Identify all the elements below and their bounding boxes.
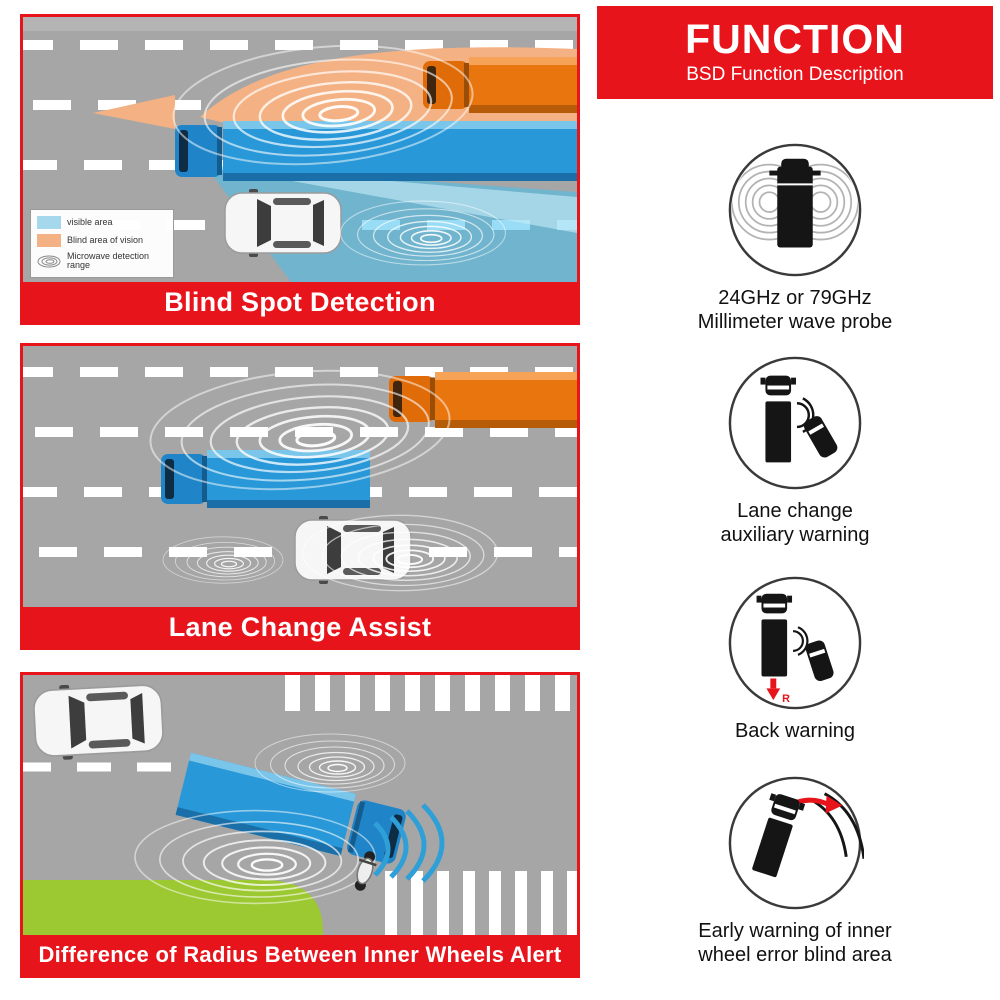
truck-rear-view xyxy=(769,158,821,248)
visible-area-swatch xyxy=(37,216,61,229)
side-crosswalk xyxy=(385,871,577,935)
function-item-lane-change: Lane change auxiliary warning xyxy=(597,354,993,547)
millimeter-wave-probe-icon xyxy=(728,143,862,277)
panel-title-banner: Lane Change Assist xyxy=(23,607,577,647)
function-item-probe: 24GHz or 79GHz Millimeter wave probe xyxy=(597,141,993,334)
white-car xyxy=(224,188,342,258)
inner-wheel-warning-icon xyxy=(728,776,864,910)
panel-title: Difference of Radius Between Inner Wheel… xyxy=(38,942,562,967)
approaching-car xyxy=(803,416,838,458)
function-caption-probe: 24GHz or 79GHz Millimeter wave probe xyxy=(697,287,893,333)
legend-label-visible: visible area xyxy=(67,216,113,227)
orange-truck xyxy=(423,57,577,113)
orange-truck xyxy=(389,372,577,428)
function-caption-inner-wheel: Early warning of inner wheel error blind… xyxy=(698,920,892,966)
blind-spot-illustration xyxy=(23,17,577,282)
legend-label-blind: Blind area of vision xyxy=(67,234,144,245)
truck-turning xyxy=(752,793,806,878)
white-car xyxy=(31,679,165,763)
function-subtitle: BSD Function Description xyxy=(686,63,904,85)
function-title: FUNCTION xyxy=(685,16,905,63)
reverse-letter: R xyxy=(782,693,790,705)
inner-wheel-scene xyxy=(23,675,577,935)
legend-box: visible area Blind area of vision Microw… xyxy=(30,209,174,278)
following-car xyxy=(805,640,834,682)
detection-arcs xyxy=(792,626,809,656)
panel-blind-spot-detection: visible area Blind area of vision Microw… xyxy=(20,14,580,325)
function-item-inner-wheel: Early warning of inner wheel error blind… xyxy=(597,774,993,967)
blind-area-swatch xyxy=(37,234,61,247)
truck-top-view xyxy=(756,593,793,677)
legend-row-microwave: Microwave detection range xyxy=(37,251,167,271)
panel-title-banner: Blind Spot Detection xyxy=(23,282,577,322)
back-warning-icon: R xyxy=(728,576,862,710)
reverse-arrow: R xyxy=(766,678,790,705)
white-car xyxy=(294,515,412,585)
panel-inner-wheel-alert: Difference of Radius Between Inner Wheel… xyxy=(20,672,580,978)
lane-change-scene xyxy=(23,346,577,607)
grass-area xyxy=(23,880,323,935)
function-item-back-warning: R Back warning xyxy=(597,574,993,744)
wheel-sweep-marks xyxy=(373,803,445,883)
legend-label-microwave: Microwave detection range xyxy=(67,251,150,271)
legend-row-blind: Blind area of vision xyxy=(37,234,167,247)
microwave-range-icon xyxy=(37,255,61,268)
panel-lane-change-assist: Lane Change Assist xyxy=(20,343,580,650)
function-caption-lane-change: Lane change auxiliary warning xyxy=(720,500,870,546)
lane-change-illustration xyxy=(23,346,577,607)
panel-title: Blind Spot Detection xyxy=(164,286,436,317)
panel-title-banner: Difference of Radius Between Inner Wheel… xyxy=(23,935,577,975)
lane-change-warning-icon xyxy=(728,356,862,490)
blue-truck xyxy=(175,121,577,181)
function-caption-back-warning: Back warning xyxy=(734,720,856,742)
panel-title: Lane Change Assist xyxy=(168,611,432,642)
motorcycle xyxy=(354,851,377,891)
function-header: FUNCTION BSD Function Description xyxy=(597,6,993,99)
legend-row-visible: visible area xyxy=(37,216,167,229)
blind-spot-scene: visible area Blind area of vision Microw… xyxy=(23,17,577,282)
truck-top-view xyxy=(760,375,796,463)
inner-wheel-illustration xyxy=(23,675,577,935)
top-crosswalk xyxy=(285,675,570,711)
